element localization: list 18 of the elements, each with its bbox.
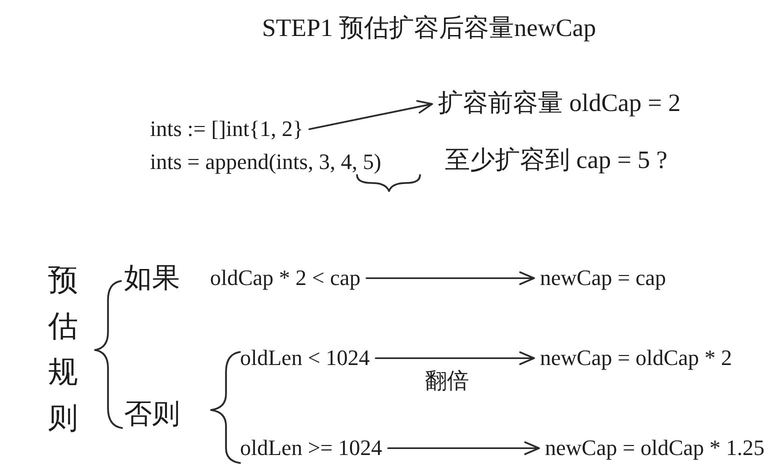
arrow (366, 271, 535, 286)
title: STEP1 预估扩容后容量newCap (262, 14, 596, 44)
code-line: ints := []int{1, 2} (144, 116, 310, 142)
arrow (308, 100, 433, 130)
code-line: ints = append(ints, 3, 4, 5) (150, 149, 382, 176)
annotation-text: 扩容前容量 oldCap = 2 (432, 89, 687, 119)
result-text: newCap = cap (534, 265, 672, 292)
arrow (387, 441, 540, 456)
vertical-heading: 预估规则 (48, 263, 79, 437)
arrow (374, 351, 535, 366)
result-text: newCap = oldCap * 1.25 (539, 435, 771, 462)
condition-text: oldLen >= 1024 (234, 435, 388, 462)
annotation-text: 至少扩容到 cap = 5 ? (445, 146, 668, 176)
condition-text: oldLen < 1024 (234, 345, 376, 372)
branch-label: 如果 (124, 262, 180, 296)
result-text: newCap = oldCap * 2 (534, 345, 738, 372)
condition-text: oldCap * 2 < cap (204, 265, 366, 292)
branch-label: 否则 (124, 398, 180, 432)
